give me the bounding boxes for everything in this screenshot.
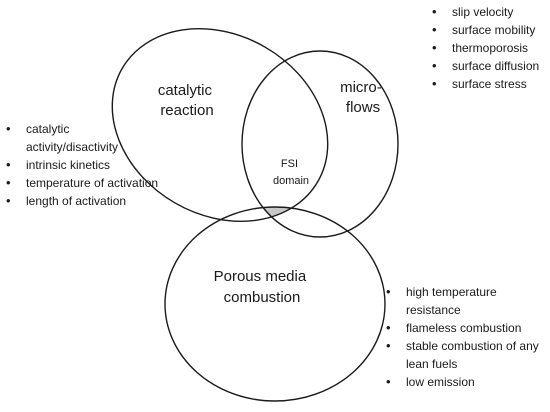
porous-media-properties-list: high temperature resistance flameless co… [382, 283, 550, 391]
list-item: stable combustion of any lean fuels [382, 337, 550, 373]
list-item: low emission [382, 373, 550, 391]
list-item: high temperature resistance [382, 283, 550, 319]
list-item: slip velocity [428, 3, 550, 21]
list-item: surface stress [428, 75, 550, 93]
catalytic-reaction-properties-list: catalytic activity/disactivity intrinsic… [2, 120, 162, 210]
micro-flows-properties-list: slip velocity surface mobility thermopor… [428, 3, 550, 93]
catalytic-reaction-label: catalytic reaction [158, 82, 216, 119]
micro-flows-ellipse [241, 50, 399, 238]
catalytic-reaction-ellipse [111, 28, 329, 222]
list-item: temperature of activation [2, 174, 162, 192]
list-item: surface mobility [428, 21, 550, 39]
list-item: surface diffusion [428, 57, 550, 75]
list-item: intrinsic kinetics [2, 156, 162, 174]
list-item: length of activation [2, 192, 162, 210]
fsi-domain-label: FSI domain [273, 158, 309, 187]
list-item: thermoporosis [428, 39, 550, 57]
list-item: flameless combustion [382, 319, 550, 337]
list-item: catalytic activity/disactivity [2, 120, 162, 156]
micro-flows-label: micro- flows [340, 79, 386, 116]
porous-media-combustion-label: Porous media combustion [214, 268, 311, 306]
